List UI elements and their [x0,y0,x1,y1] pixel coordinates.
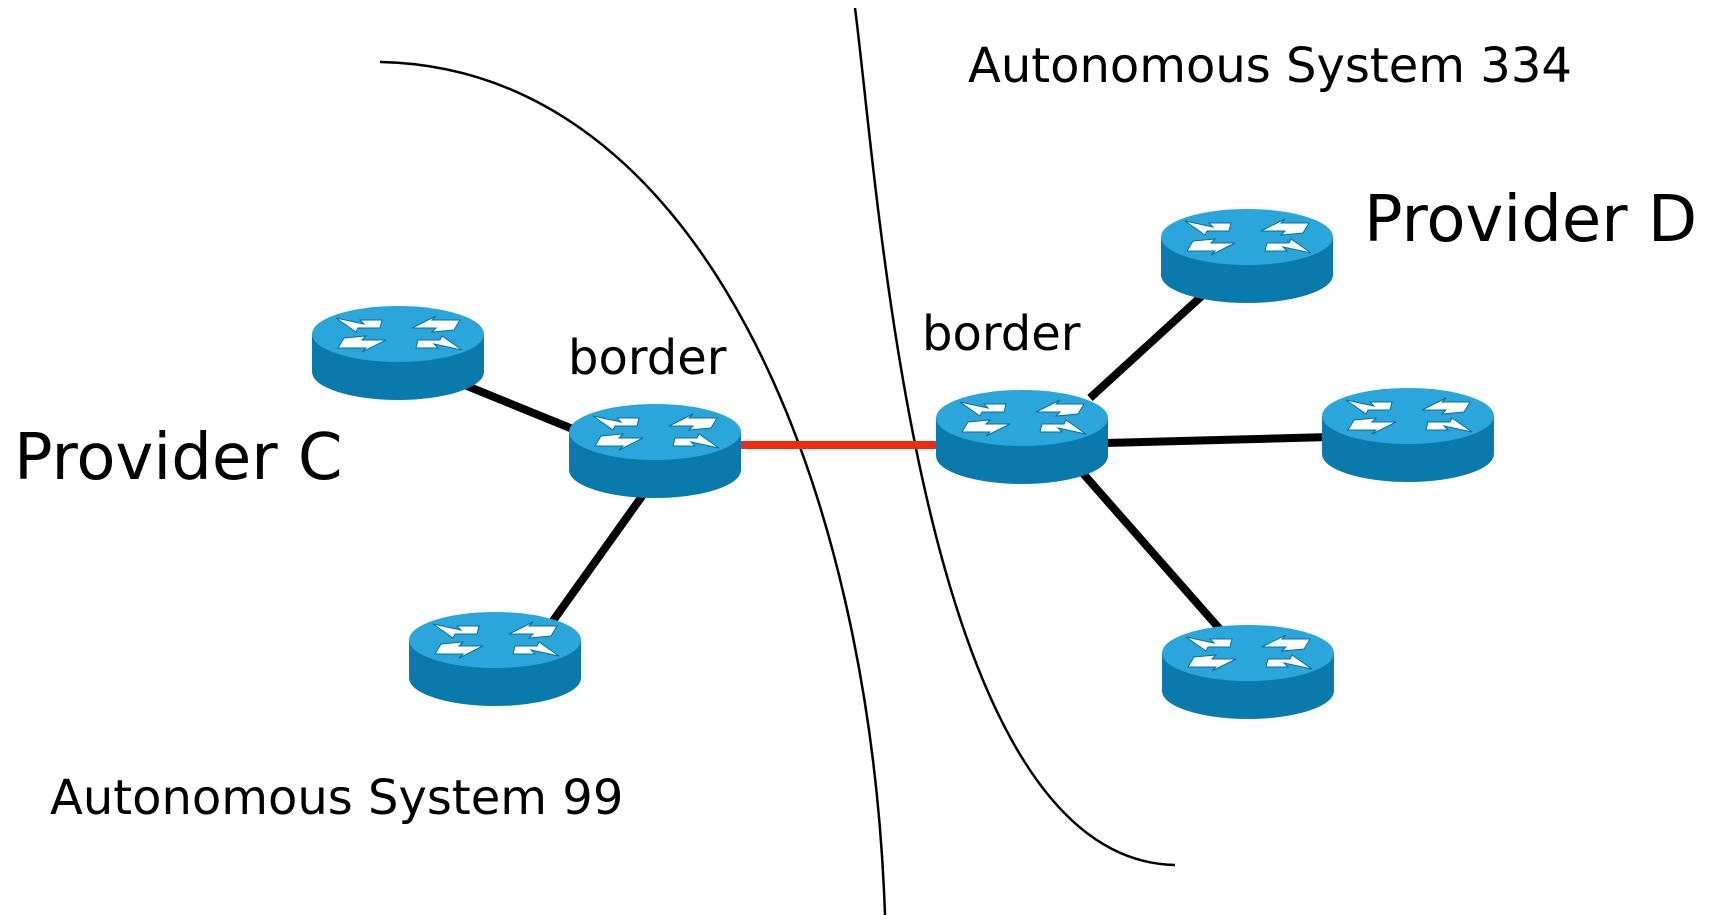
link-border-d1 [1087,290,1208,401]
router-icon [408,611,582,707]
link-c2-border [546,489,649,628]
router-icon [1160,208,1334,304]
provider-d-label: Provider D [1364,183,1698,257]
border-left-label: border [568,330,727,386]
router-icon [935,389,1109,485]
router-icon [311,305,485,401]
as334-boundary [853,7,1176,867]
link-border-d2 [1104,433,1331,447]
provider-c-label: Provider C [14,421,343,495]
link-border-d3 [1076,467,1229,638]
router-icon [1161,624,1335,720]
as99-label: Autonomous System 99 [50,770,624,826]
router-icon [568,403,742,499]
as334-label: Autonomous System 334 [968,38,1572,94]
as99-boundary [379,60,887,915]
border-right-label: border [922,306,1081,362]
router-icon [1321,387,1495,483]
